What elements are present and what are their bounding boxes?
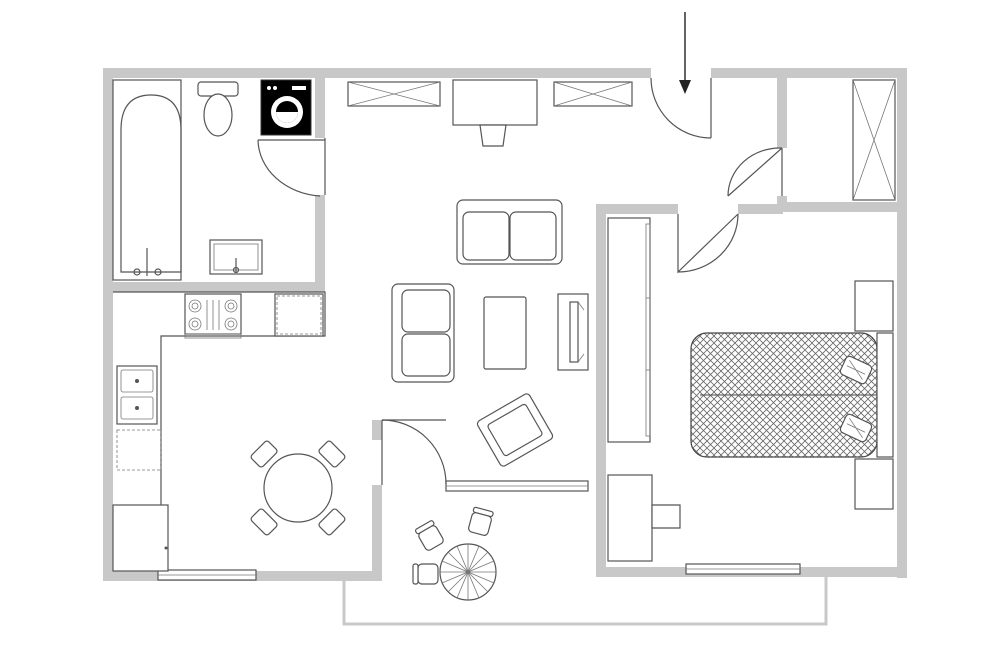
kitchen-sink	[116, 365, 158, 425]
door-balcony	[381, 419, 447, 485]
sofa-left	[391, 283, 455, 383]
pillow-top	[839, 355, 873, 385]
coffee-table	[483, 296, 527, 370]
balcony-furniture	[412, 506, 497, 601]
patio-umbrella-icon	[439, 543, 497, 601]
wall-top-right	[711, 68, 907, 78]
refrigerator	[274, 293, 324, 337]
wall-living-jog	[372, 485, 382, 581]
patio-chair-2	[468, 506, 494, 536]
dishwasher	[116, 429, 162, 471]
desk-chair	[479, 124, 507, 147]
door-bedroom	[677, 213, 739, 274]
wall-closet-bottom	[777, 202, 907, 212]
patio-chair-3	[412, 563, 439, 585]
nightstand-bottom	[854, 458, 894, 510]
door-bathroom	[257, 138, 326, 197]
wall-bath-bottom	[103, 282, 325, 292]
kitchen	[112, 291, 346, 572]
door-entry	[650, 77, 712, 139]
tv-stand	[557, 293, 589, 371]
wall-bath-right	[315, 195, 325, 287]
bathtub	[112, 79, 182, 281]
toilet-bowl	[203, 93, 233, 137]
wardrobe	[607, 217, 651, 443]
balcony	[342, 577, 828, 626]
wall-bed-top-right	[738, 204, 783, 214]
wall-top-left	[103, 68, 651, 78]
sofa-top	[456, 199, 563, 265]
closet	[852, 79, 896, 201]
wall-left	[103, 68, 113, 580]
bathtub-basin	[120, 94, 182, 273]
bedroom	[607, 217, 894, 562]
dining-set	[250, 440, 346, 536]
wall-bed-left	[596, 204, 606, 576]
kitchen-counter	[113, 291, 326, 505]
wall-bath-right-top	[315, 78, 325, 138]
door-closet	[727, 147, 783, 197]
wall-living-doorjamb	[372, 420, 382, 440]
bedroom-desk	[607, 474, 653, 562]
wall-closet-left-stub	[777, 196, 787, 206]
dining-table	[263, 453, 333, 523]
windows	[157, 480, 801, 581]
wall-bed-top-left	[596, 204, 678, 214]
armchair	[476, 393, 554, 467]
desk	[452, 79, 538, 126]
pillow-bottom	[839, 413, 873, 443]
nightstand-top	[854, 280, 894, 332]
bedroom-chair	[651, 504, 681, 529]
patio-chair-1	[414, 520, 444, 551]
entry-arrow-icon	[679, 12, 691, 94]
doors	[257, 77, 783, 485]
bed	[690, 332, 894, 458]
pantry	[112, 504, 169, 572]
wall-closet-left-top	[777, 68, 787, 148]
wall-right	[897, 68, 907, 578]
bathroom	[112, 79, 312, 281]
living-room	[347, 79, 633, 467]
